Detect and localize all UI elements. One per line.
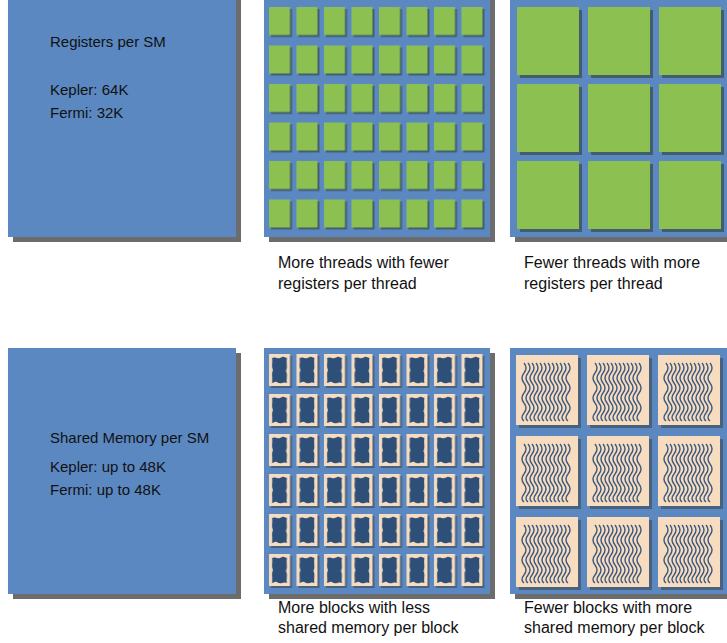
block-grid-panel: More blocks with less shared memory per …: [264, 348, 490, 594]
block-grid-panel: Fewer blocks with more shared memory per…: [510, 348, 727, 594]
resource-box: Shared Memory per SM Kepler: up to 48K Fer…: [8, 348, 236, 594]
panel-caption: More threads with fewer registers per th…: [278, 252, 468, 294]
spec-line: Fermi: up to 48K: [50, 480, 161, 499]
box-heading: Registers per SM: [50, 32, 166, 51]
thread-grid-panel: Fewer threads with more registers per th…: [510, 0, 727, 237]
panel-caption: Fewer threads with more registers per th…: [524, 252, 714, 294]
resource-box: Registers per SM Kepler: 64K Fermi: 32K: [8, 0, 236, 237]
panel-caption: More blocks with less shared memory per …: [278, 598, 468, 638]
spec-line: Kepler: 64K: [50, 80, 128, 99]
spec-line: Fermi: 32K: [50, 103, 123, 122]
spec-line: Kepler: up to 48K: [50, 457, 166, 476]
thread-grid-panel: More threads with fewer registers per th…: [264, 0, 490, 237]
panel-caption: Fewer blocks with more shared memory per…: [524, 598, 714, 638]
box-heading: Shared Memory per SM: [50, 428, 209, 447]
